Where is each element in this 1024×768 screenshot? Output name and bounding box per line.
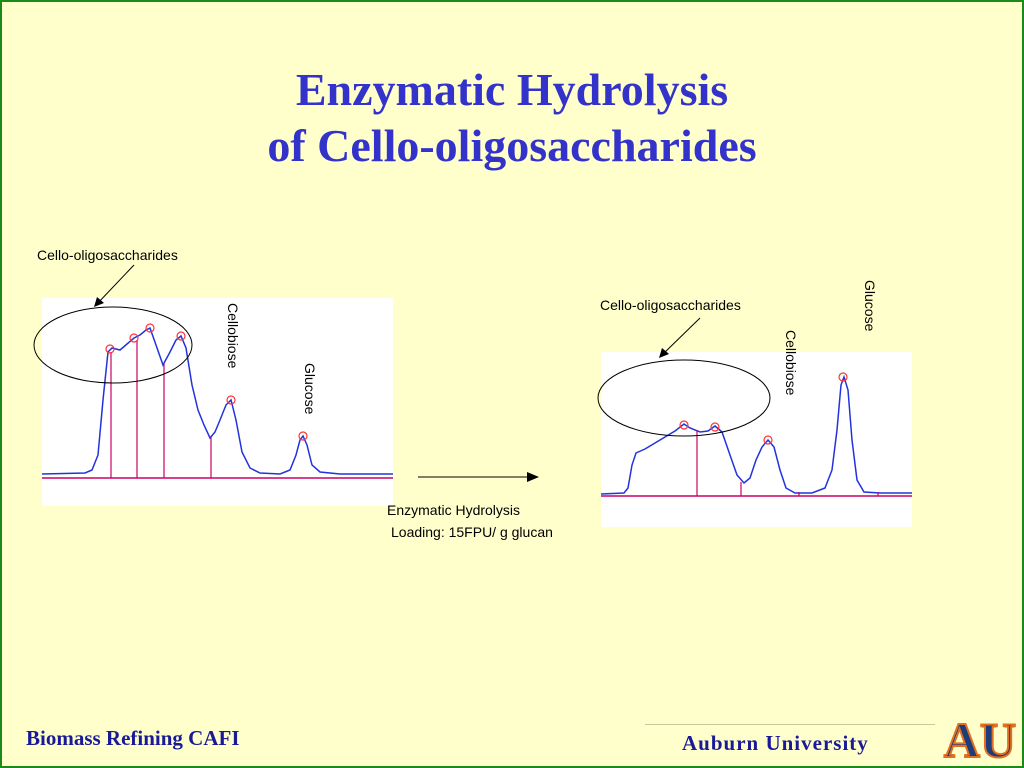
left-cellobiose-label: Cellobiose (225, 303, 241, 369)
right-chromatogram-panel (601, 352, 912, 527)
left-chromatogram-panel (42, 298, 393, 506)
right-peak-markers (679, 372, 848, 445)
left-oligo-ellipse (33, 306, 193, 384)
right-drop-lines (696, 430, 879, 496)
process-label-line-2: Loading: 15FPU/ g glucan (391, 524, 553, 540)
logo-text: AU (944, 712, 1016, 768)
process-arrow-head (527, 472, 539, 482)
left-pointer-arrowhead (94, 297, 104, 307)
footer-university: Auburn University (682, 731, 869, 755)
left-glucose-label: Glucose (302, 363, 318, 415)
right-pointer-arrowhead (659, 348, 669, 358)
left-oligo-label: Cello-oligosaccharides (37, 247, 178, 263)
footer-divider (645, 724, 935, 725)
right-trace (600, 374, 912, 495)
title-line-2: of Cello-oligosaccharides (267, 120, 757, 171)
slide-title: Enzymatic Hydrolysis of Cello-oligosacch… (0, 62, 1024, 174)
right-oligo-ellipse (597, 359, 771, 437)
left-trace (41, 326, 393, 475)
footer-organization: Biomass Refining CAFI (26, 726, 240, 750)
left-peak-markers (105, 323, 308, 441)
auburn-logo: AU (943, 711, 1017, 768)
right-glucose-label: Glucose (862, 280, 878, 332)
right-cellobiose-label: Cellobiose (783, 330, 799, 396)
process-label-line-1: Enzymatic Hydrolysis (387, 502, 521, 518)
left-drop-lines (110, 340, 212, 478)
right-oligo-label: Cello-oligosaccharides (600, 297, 741, 313)
title-line-1: Enzymatic Hydrolysis (295, 64, 729, 115)
